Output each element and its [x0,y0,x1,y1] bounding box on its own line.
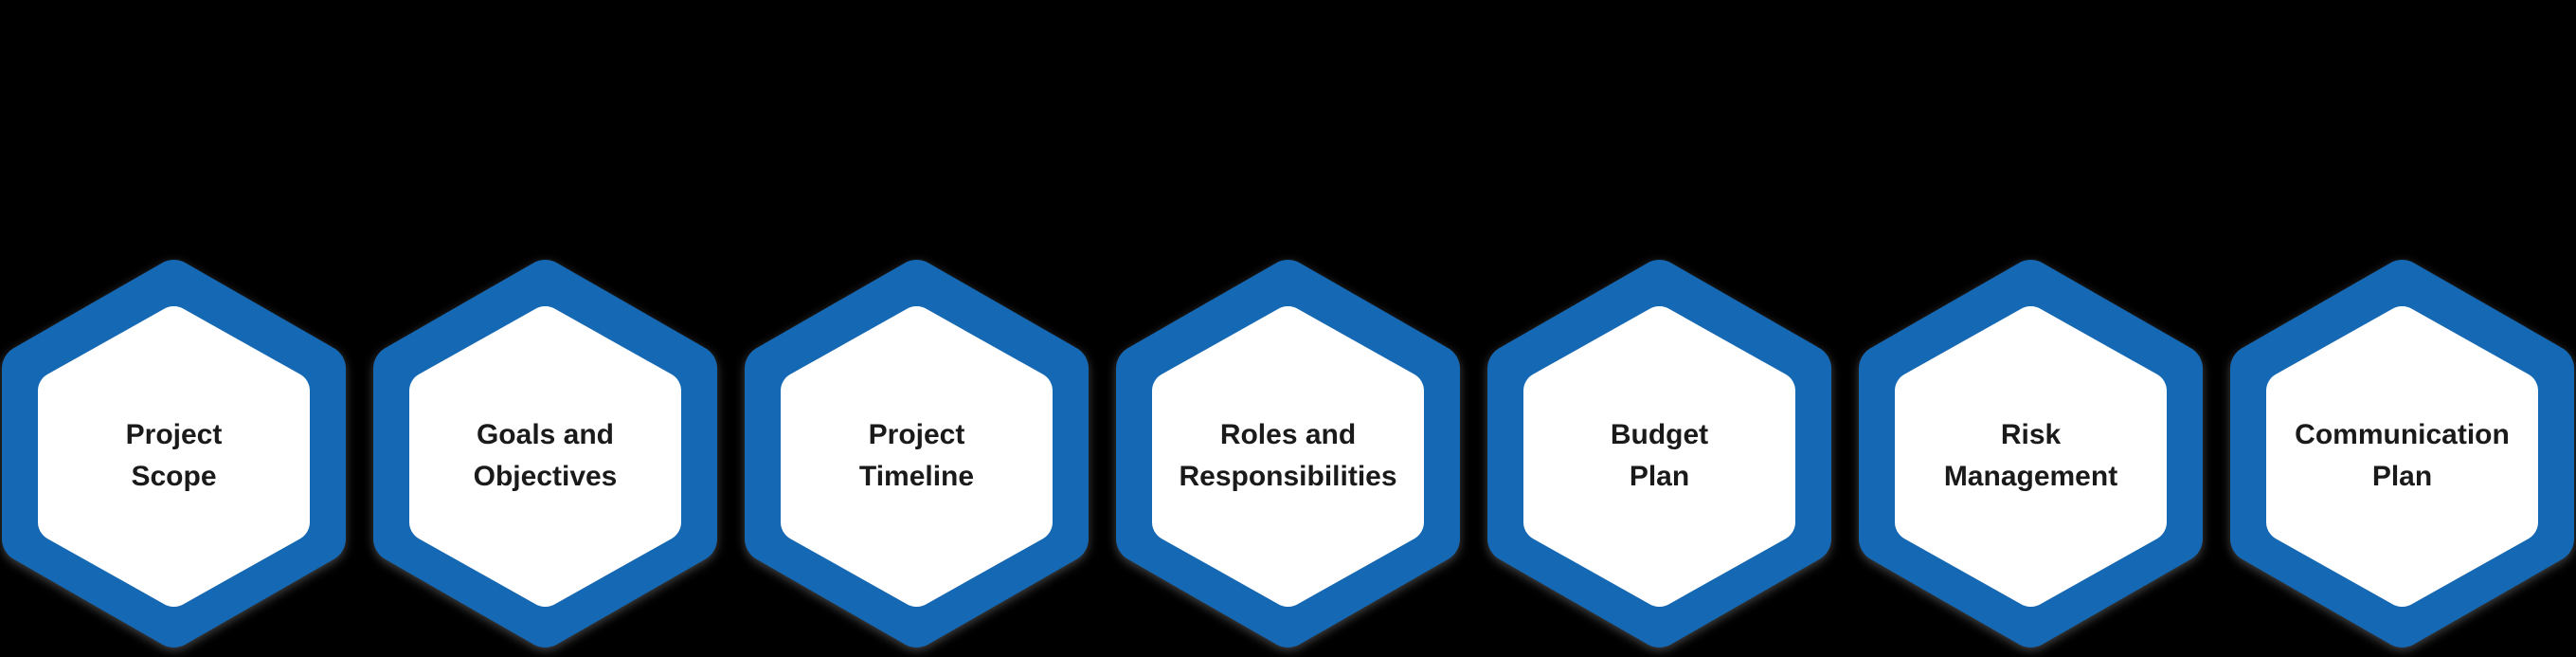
label-line: Responsibilities [1179,460,1397,492]
hexagon-label-goals-and-objectives: Goals and Objectives [373,413,717,497]
hexagon-shape [2,260,346,648]
label-line: Roles and [1219,418,1357,450]
label-line: Objectives [473,460,618,492]
hexagon-risk-management: Risk Management [1859,260,2203,648]
hexagon-label-project-scope: Project Scope [2,413,346,497]
label-line: Management [1943,460,2118,492]
hexagon-goals-and-objectives: Goals and Objectives [373,260,717,648]
hexagon-label-budget-plan: Budget Plan [1487,413,1831,497]
label-line: Goals and [476,418,615,450]
label-line: Plan [1629,460,1690,492]
hexagon-budget-plan: Budget Plan [1487,260,1831,648]
label-line: Budget [1610,418,1709,450]
hexagon-label-communication-plan: Communication Plan [2230,413,2574,497]
label-line: Scope [131,460,217,492]
label-line: Timeline [858,460,975,492]
label-line: Project [125,418,223,450]
hexagon-shape [1487,260,1831,648]
hexagon-communication-plan: Communication Plan [2230,260,2574,648]
label-line: Project [868,418,965,450]
hexagon-project-timeline: Project Timeline [745,260,1089,648]
hexagon-project-scope: Project Scope [2,260,346,648]
label-line: Plan [2371,460,2433,492]
hexagon-roles-responsibilities: Roles and Responsibilities [1116,260,1460,648]
hexagon-label-project-timeline: Project Timeline [745,413,1089,497]
hexagon-shape [745,260,1089,648]
hexagon-row: Project Scope Goals and Objectives Proje… [0,260,2576,648]
hexagon-shape [373,260,717,648]
hexagon-shape [1116,260,1460,648]
label-line: Communication [2295,418,2510,450]
hexagon-label-roles-responsibilities: Roles and Responsibilities [1116,413,1460,497]
hexagon-label-risk-management: Risk Management [1859,413,2203,497]
label-line: Risk [2000,418,2062,450]
hexagon-shape [2230,260,2574,648]
hexagon-shape [1859,260,2203,648]
